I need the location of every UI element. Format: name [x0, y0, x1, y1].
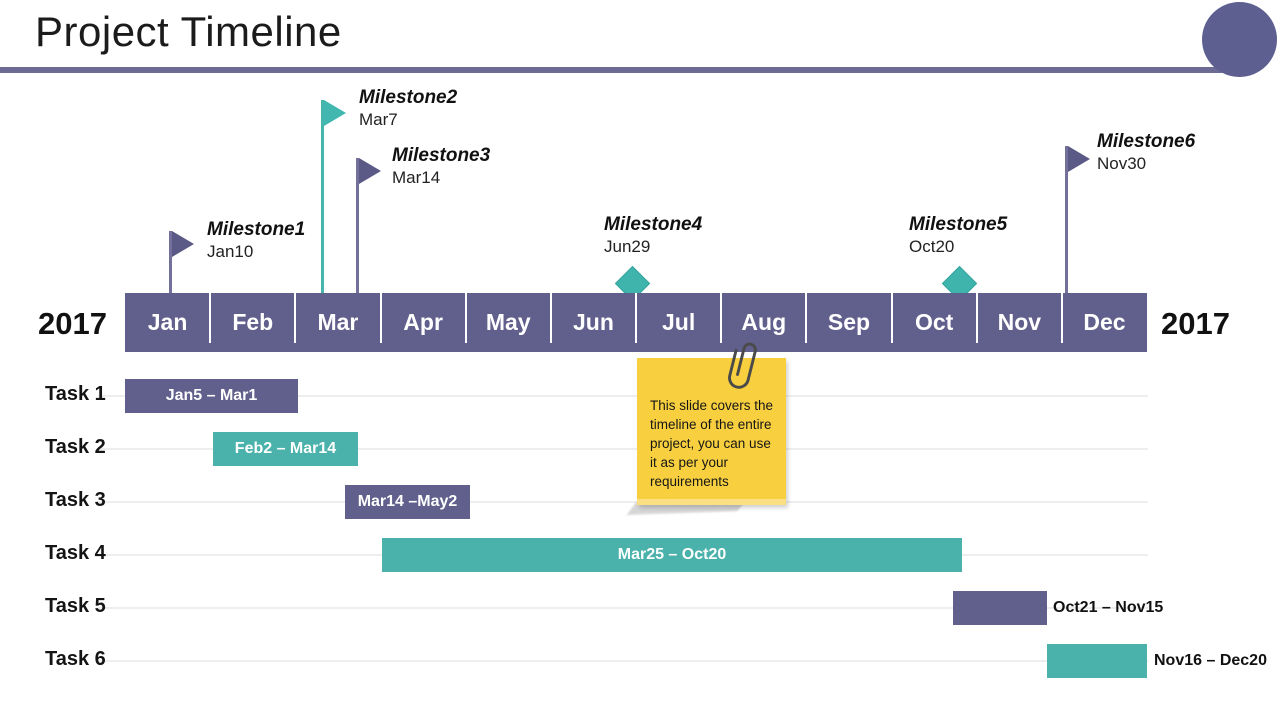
- title-divider: [0, 67, 1248, 73]
- milestone6-flag-icon: [1068, 146, 1090, 172]
- milestone-name: Milestone5: [909, 214, 1008, 235]
- month-axis-bar: Jan Feb Mar Apr May Jun Jul Aug Sep Oct …: [125, 293, 1147, 352]
- milestone-name: Milestone3: [392, 145, 491, 166]
- month-cell: Jun: [549, 293, 636, 352]
- milestone3-flag-icon: [359, 158, 381, 184]
- milestone6-label: Milestone6 Nov30: [1097, 130, 1195, 174]
- milestone1-pole: [169, 231, 172, 293]
- task6-range-label: Nov16 – Dec20: [1154, 652, 1267, 669]
- milestone1-flag-icon: [172, 231, 194, 257]
- task5-name: Task 5: [45, 595, 106, 617]
- task2-bar: Feb2 – Mar14: [213, 432, 358, 466]
- milestone2-pole: [321, 100, 324, 293]
- page-title: Project Timeline: [35, 8, 342, 55]
- milestone2-label: Milestone2 Mar7: [359, 86, 457, 130]
- month-cell: Apr: [379, 293, 466, 352]
- task3-bar: Mar14 –May2: [345, 485, 470, 519]
- row-line: [98, 395, 1148, 397]
- task1-bar: Jan5 – Mar1: [125, 379, 298, 413]
- row-line: [98, 660, 1148, 662]
- month-cell: Nov: [975, 293, 1062, 352]
- milestone5-label: Milestone5 Oct20: [909, 213, 1007, 257]
- milestone-name: Milestone1: [207, 219, 306, 240]
- paperclip-icon: [720, 334, 770, 404]
- milestone2-flag-icon: [324, 100, 346, 126]
- task6-bar: [1047, 644, 1147, 678]
- milestone-name: Milestone2: [359, 87, 458, 108]
- task5-range-label: Oct21 – Nov15: [1053, 599, 1164, 616]
- task4-bar: Mar25 – Oct20: [382, 538, 962, 572]
- year-label-left: 2017: [38, 306, 107, 341]
- milestone-date: Jan10: [207, 242, 254, 261]
- month-cell: Sep: [805, 293, 891, 352]
- milestone-date: Nov30: [1097, 154, 1147, 173]
- row-line: [98, 501, 1148, 503]
- corner-circle-decoration: [1202, 2, 1277, 77]
- task3-name: Task 3: [45, 489, 106, 511]
- month-cell: May: [464, 293, 551, 352]
- task5-bar: [953, 591, 1047, 625]
- task4-name: Task 4: [45, 542, 106, 564]
- month-cell: Oct: [890, 293, 977, 352]
- task1-name: Task 1: [45, 383, 106, 405]
- task6-name: Task 6: [45, 648, 106, 670]
- month-cell: Aug: [720, 293, 806, 352]
- milestone1-label: Milestone1 Jan10: [207, 218, 305, 262]
- year-label-right: 2017: [1161, 306, 1230, 341]
- row-line: [98, 607, 1148, 609]
- milestone-date: Oct20: [909, 237, 955, 256]
- milestone-date: Mar7: [359, 110, 398, 129]
- milestone3-pole: [356, 158, 359, 293]
- milestone-name: Milestone6: [1097, 131, 1196, 152]
- milestone3-label: Milestone3 Mar14: [392, 144, 490, 188]
- milestone4-label: Milestone4 Jun29: [604, 213, 702, 257]
- month-cell: Dec: [1060, 293, 1147, 352]
- sticky-note: This slide covers the timeline of the en…: [637, 358, 786, 505]
- milestone-name: Milestone4: [604, 214, 703, 235]
- milestone6-pole: [1065, 146, 1068, 293]
- milestone-date: Jun29: [604, 237, 651, 256]
- sticky-note-text: This slide covers the timeline of the en…: [650, 398, 774, 489]
- row-line: [98, 448, 1148, 450]
- month-cell: Mar: [294, 293, 380, 352]
- month-cell: Feb: [209, 293, 295, 352]
- month-cell: Jan: [147, 309, 188, 335]
- task2-name: Task 2: [45, 436, 106, 458]
- month-cell: Jul: [635, 293, 721, 352]
- milestone-date: Mar14: [392, 168, 441, 187]
